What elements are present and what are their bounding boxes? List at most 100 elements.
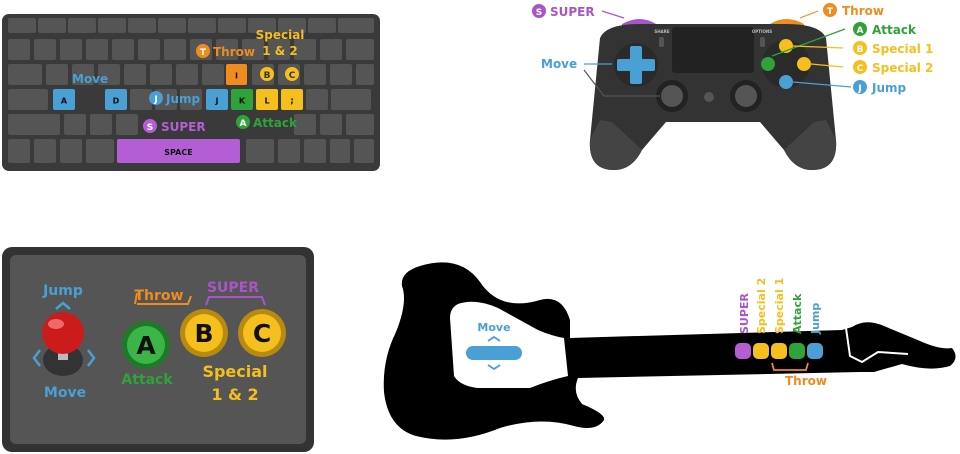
- gamepad-dpad-horizontal: [617, 59, 655, 71]
- guitar-strum-bar: [466, 346, 522, 360]
- kb-special1-badge: [260, 67, 274, 81]
- gamepad-ps-button: [704, 92, 714, 102]
- keyboard-key: [98, 18, 126, 33]
- kb-attack-label: Attack: [253, 116, 298, 130]
- gp-move-label: Move: [541, 57, 577, 71]
- arcade-jump-label: Jump: [42, 283, 83, 299]
- guitar-pickguard: [450, 301, 568, 388]
- guitar-fret-super: [735, 343, 751, 359]
- keyboard-key: [202, 64, 224, 85]
- kb-super-label: SUPER: [161, 120, 206, 134]
- keyboard-key: [331, 89, 371, 110]
- gamepad-square-button: [761, 57, 775, 71]
- gamepad-share-text: SHARE: [654, 29, 669, 34]
- arcade-move-label: Move: [44, 385, 86, 401]
- key-space-label: SPACE: [164, 148, 192, 157]
- key-a: [53, 89, 75, 110]
- keyboard-key: [124, 64, 146, 85]
- keyboard-key: [176, 64, 198, 85]
- arcade-special-label-2: 1 & 2: [211, 385, 258, 404]
- guitar-fret-label-special2: Special 2: [755, 278, 768, 334]
- kb-special-label-1: Special: [256, 28, 305, 42]
- keyboard-key: [60, 39, 82, 60]
- arcade-button-b: [185, 314, 223, 352]
- guitar-throw-bracket: [771, 362, 809, 371]
- kb-throw-label: Throw: [213, 45, 255, 59]
- arcade-super-bracket: [205, 296, 266, 306]
- guitar-fret-special2: [753, 343, 769, 359]
- kb-special2-badge-letter: C: [289, 71, 296, 81]
- key-l: [256, 89, 278, 110]
- arcade-attack-label: Attack: [121, 372, 173, 388]
- gp-special2-badge-letter: C: [857, 64, 864, 74]
- keyboard-key: [216, 39, 238, 60]
- key-j-label: J: [215, 97, 219, 106]
- keyboard-key: [268, 39, 290, 60]
- gamepad-leader-lines: [583, 10, 852, 97]
- gp-special2-badge: [853, 60, 867, 74]
- key-k: [231, 89, 253, 110]
- keyboard-key: [46, 64, 68, 85]
- kb-jump-badge-letter: J: [153, 95, 157, 105]
- arcade-stick: Jump Move Throw SUPER A B C Attack Speci…: [2, 247, 314, 452]
- gamepad-share-button: [659, 37, 664, 47]
- gp-attack-label: Attack: [872, 23, 917, 37]
- arcade-up-arrow: [55, 301, 71, 310]
- gamepad-right-stick: [735, 85, 757, 107]
- keyboard: I A D J K L ; SPACE Special 1 & 2 T Thro…: [2, 14, 380, 171]
- keyboard-key: [8, 39, 30, 60]
- gamepad: SHARE OPTIONS: [532, 3, 933, 170]
- guitar-fret-label-jump: Jump: [809, 303, 822, 335]
- keyboard-key: [320, 114, 342, 135]
- key-semicolon-label: ;: [290, 97, 294, 107]
- keyboard-key: [8, 89, 48, 110]
- keyboard-key: [8, 64, 42, 85]
- kb-jump-badge: [149, 91, 163, 105]
- key-semicolon: [281, 89, 303, 110]
- gp-jump-badge: [853, 80, 867, 94]
- keyboard-key: [306, 89, 328, 110]
- key-d: [105, 89, 127, 110]
- key-space: [117, 139, 240, 163]
- keyboard-key: [218, 18, 246, 33]
- gamepad-touchpad: [672, 27, 754, 73]
- guitar-up-arrow: [487, 335, 501, 342]
- keyboard-key: [38, 18, 66, 33]
- gamepad-cross-button: [779, 75, 793, 89]
- arcade-super-label: SUPER: [207, 280, 259, 296]
- gp-throw-badge-letter: T: [827, 7, 834, 17]
- keyboard-key: [164, 39, 186, 60]
- keyboard-key: [112, 39, 134, 60]
- kb-throw-badge-letter: T: [200, 48, 207, 58]
- keyboard-key: [242, 39, 264, 60]
- arcade-button-a-letter: A: [136, 331, 156, 360]
- arcade-throw-label: Throw: [135, 288, 184, 304]
- key-k-label: K: [239, 97, 246, 106]
- keyboard-key: [34, 139, 56, 163]
- keyboard-key: [64, 114, 86, 135]
- keyboard-key: [130, 89, 152, 110]
- keyboard-key: [8, 114, 60, 135]
- gamepad-left-grip: [589, 120, 642, 170]
- guitar-fret-jump: [807, 343, 823, 359]
- kb-move-label: Move: [72, 72, 108, 86]
- gamepad-face-well: [762, 40, 810, 88]
- gamepad-right-grip: [784, 120, 837, 170]
- arcade-right-arrow: [87, 349, 96, 367]
- keyboard-key: [34, 39, 56, 60]
- keyboard-key: [8, 139, 30, 163]
- keyboard-key: [354, 139, 374, 163]
- key-d-label: D: [113, 97, 120, 106]
- keyboard-key: [320, 39, 342, 60]
- kb-special1-badge-letter: B: [264, 71, 271, 81]
- keyboard-key: [86, 139, 114, 163]
- guitar-fret-label-super: SUPER: [738, 293, 751, 334]
- keyboard-key: [304, 139, 326, 163]
- keyboard-key: [346, 114, 374, 135]
- kb-special2-badge: [285, 67, 299, 81]
- keyboard-key: [304, 64, 326, 85]
- arcade-left-arrow: [32, 349, 41, 367]
- guitar-move-label: Move: [477, 321, 510, 334]
- guitar-fret-attack: [789, 343, 805, 359]
